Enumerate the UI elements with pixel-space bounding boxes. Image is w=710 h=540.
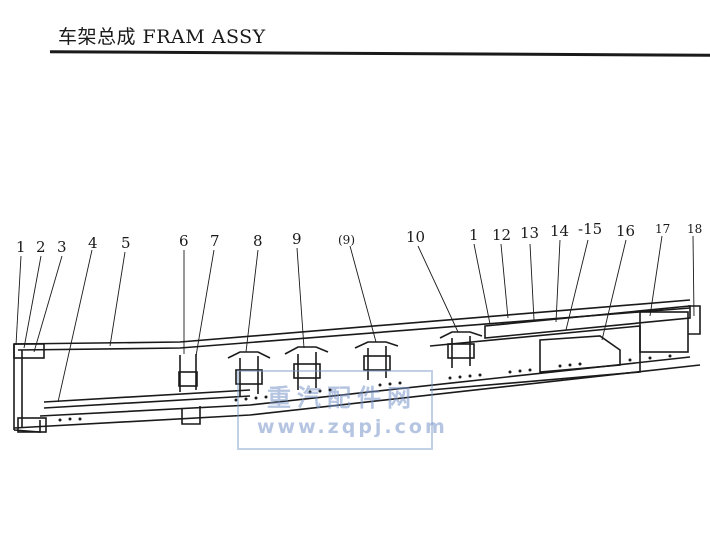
rear-crossmember-16 bbox=[539, 335, 621, 373]
watermark-stamp: 重汽配件网 www.zqpj.com bbox=[237, 370, 445, 450]
crossmember-6 bbox=[178, 354, 201, 425]
crossmember-9 bbox=[284, 346, 329, 390]
callout-17: 17 bbox=[655, 222, 671, 236]
frame-rail-top-inner bbox=[17, 307, 691, 351]
front-bracket bbox=[13, 343, 45, 359]
callout-1: 1 bbox=[16, 238, 26, 256]
callout-6: 6 bbox=[179, 232, 189, 250]
callout-5: 5 bbox=[121, 234, 131, 252]
crossmember-9b bbox=[354, 341, 399, 380]
front-inner-rail bbox=[43, 389, 251, 409]
frame-rail-bottom-inner bbox=[39, 356, 691, 417]
callout-1-rear: 1 bbox=[469, 226, 479, 244]
watermark-url: www.zqpj.com bbox=[257, 416, 448, 438]
frame-rail-bottom-flange bbox=[13, 364, 701, 429]
crossmember-8 bbox=[227, 351, 271, 396]
callout-2: 2 bbox=[36, 238, 46, 256]
callout-15: -15 bbox=[578, 220, 603, 238]
callout-4: 4 bbox=[88, 234, 98, 252]
front-lower-bracket bbox=[17, 417, 47, 433]
rear-crossmember-17 bbox=[639, 311, 689, 353]
rear-reinforcement-plate bbox=[484, 305, 691, 339]
callout-12: 12 bbox=[492, 226, 512, 244]
callout-8: 8 bbox=[253, 232, 263, 250]
frame-rail-top-flange bbox=[13, 299, 691, 345]
page-title: 车架总成 FRAM ASSY bbox=[58, 26, 266, 48]
callout-16: 16 bbox=[616, 222, 636, 240]
callout-7: 7 bbox=[210, 232, 220, 250]
callout-13: 13 bbox=[520, 224, 540, 242]
callout-3: 3 bbox=[57, 238, 67, 256]
rivet-holes bbox=[58, 354, 672, 422]
callout-9: 9 bbox=[292, 230, 302, 248]
leader-lines bbox=[15, 235, 695, 403]
callout-14: 14 bbox=[550, 222, 570, 240]
watermark-name: 重汽配件网 bbox=[267, 384, 417, 412]
crossmember-10 bbox=[439, 331, 483, 368]
callout-18: 18 bbox=[687, 222, 703, 236]
callout-9-paren: (9) bbox=[338, 233, 355, 247]
callout-10: 10 bbox=[406, 228, 426, 246]
